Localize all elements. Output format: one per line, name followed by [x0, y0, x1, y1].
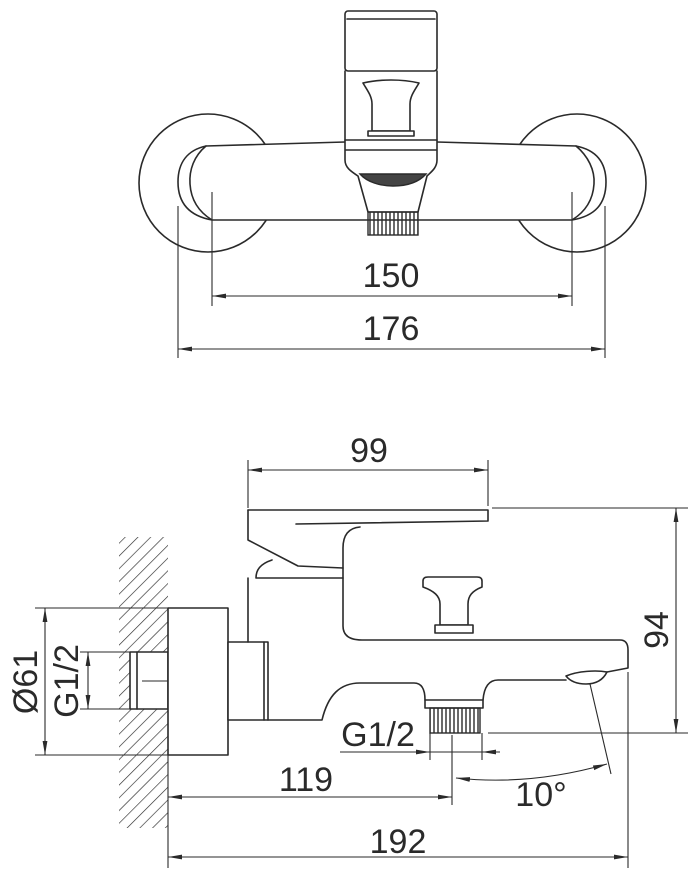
connector: [227, 641, 269, 721]
side-view: 99 94 Ø61 G1/2 G1/2 119 10° 192: [7, 432, 688, 868]
handle-cap: [344, 10, 438, 72]
body-and-spout-top: [342, 526, 629, 673]
right-end-contour: [571, 145, 595, 221]
dim-outlet-thread-label: G1/2: [341, 716, 415, 754]
dim-192-label: 192: [370, 823, 427, 861]
left-end-contour: [189, 145, 213, 221]
spout-outlet: [565, 670, 608, 685]
outlet-thread-top-view: [367, 211, 419, 236]
dim-150-label: 150: [363, 257, 420, 295]
spray-direction-line: [589, 683, 612, 775]
dimension-arc-angle: [455, 763, 608, 782]
dim-diameter-label: Ø61: [7, 650, 45, 714]
diverter-knob-base: [434, 624, 474, 634]
outlet-thread-base: [424, 699, 484, 709]
diverter-knob-top-view: [362, 79, 420, 132]
top-view: 150 176: [138, 10, 647, 358]
dim-176-label: 176: [363, 310, 420, 348]
outlet-thread: [429, 707, 481, 734]
aerator: [358, 173, 428, 187]
dim-94-label: 94: [638, 611, 676, 649]
handle-base: [255, 559, 344, 579]
dim-inlet-thread-label: G1/2: [48, 644, 86, 718]
handle-neck: [344, 70, 438, 141]
dim-angle-label: 10°: [515, 776, 566, 814]
body-bottom: [267, 682, 426, 721]
spout-bottom: [482, 679, 567, 701]
dim-99-label: 99: [350, 432, 388, 470]
dim-119-label: 119: [279, 761, 333, 799]
lever-block: [247, 509, 344, 569]
diverter-knob: [422, 576, 483, 626]
diverter-knob-base: [367, 130, 415, 137]
wall-flange-side: [167, 607, 229, 756]
lever-blade: [247, 509, 489, 525]
